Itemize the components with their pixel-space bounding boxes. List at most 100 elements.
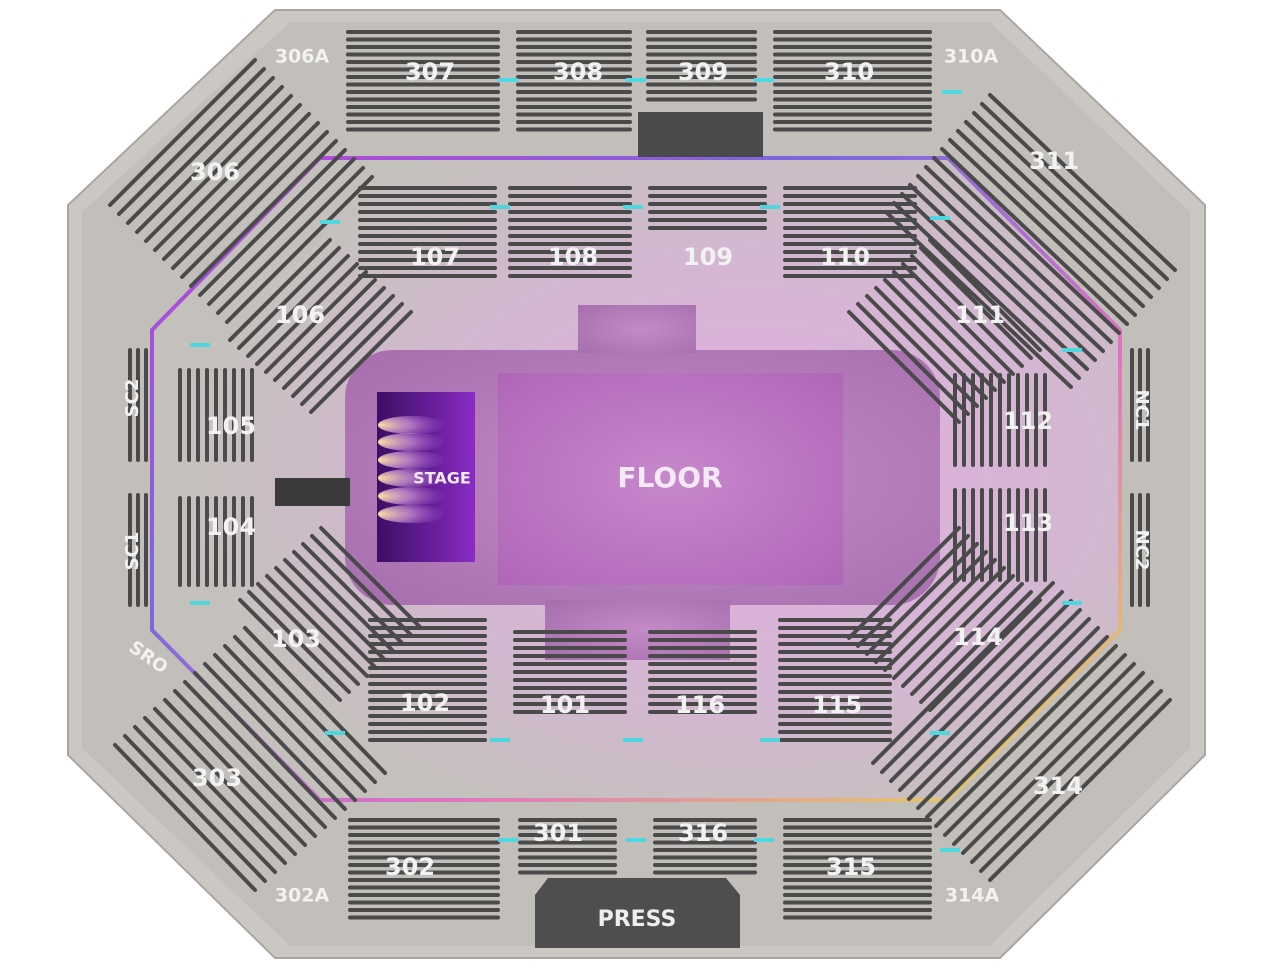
section-301-label[interactable]: 301 — [533, 819, 583, 847]
vomitory-light — [623, 205, 643, 209]
vomitory-light — [623, 738, 643, 742]
vomitory-light — [325, 731, 345, 735]
section-303-rows — [143, 716, 287, 865]
section-101-label[interactable]: 101 — [540, 691, 590, 719]
section-306-rows — [180, 130, 329, 279]
section-106-rows — [246, 254, 350, 358]
section-310a-label[interactable]: 310A — [944, 46, 999, 68]
section-111-rows — [865, 294, 979, 408]
vomitory-light — [942, 90, 962, 94]
section-106-label[interactable]: 106 — [275, 301, 325, 329]
section-114-rows — [883, 558, 997, 672]
section-314a-label[interactable]: 314A — [945, 885, 1000, 907]
section-nc1-label[interactable]: NC1 — [1131, 390, 1152, 431]
section-113-label[interactable]: 113 — [1003, 509, 1053, 537]
vomitory-light — [190, 343, 210, 347]
section-314-rows — [889, 599, 1073, 783]
section-103-rows — [238, 598, 342, 702]
section-314-rows — [871, 581, 1055, 765]
vomitory-light — [930, 731, 950, 735]
section-sc1-label[interactable]: SC1 — [122, 532, 143, 571]
section-105-label[interactable]: 105 — [206, 412, 256, 440]
section-315-label[interactable]: 315 — [826, 853, 876, 881]
section-311-rows — [916, 174, 1105, 353]
vomitory-light — [1062, 601, 1082, 605]
section-306-label[interactable]: 306 — [190, 158, 240, 186]
section-311-rows — [980, 102, 1169, 281]
vomitory-light — [490, 738, 510, 742]
section-311-label[interactable]: 311 — [1029, 147, 1079, 175]
section-306-rows — [216, 166, 365, 315]
section-306-rows — [117, 67, 266, 216]
side-labels: SC2 SC1 NC1 NC2 SRO — [122, 379, 1152, 679]
section-307-label[interactable]: 307 — [405, 58, 455, 86]
section-103-label[interactable]: 103 — [271, 625, 321, 653]
section-314-label[interactable]: 314 — [1033, 772, 1083, 800]
section-111-label[interactable]: 111 — [955, 301, 1005, 329]
section-303-rows — [113, 743, 257, 892]
section-303-rows — [193, 671, 337, 820]
section-306a-label[interactable]: 306A — [275, 46, 330, 68]
vomitory-light — [930, 216, 950, 220]
lower-level-labels: 101 102 103 104 105 106 107 108 109 110 … — [206, 243, 1053, 719]
section-114-rows — [919, 590, 1033, 704]
section-302a-label[interactable]: 302A — [275, 885, 330, 907]
section-314-rows — [961, 671, 1145, 855]
vomitory-light — [498, 838, 518, 842]
section-114-rows — [847, 526, 961, 640]
section-110-label[interactable]: 110 — [820, 243, 870, 271]
section-111-rows — [919, 246, 1033, 360]
section-306-rows — [198, 148, 347, 297]
section-303-rows — [123, 734, 267, 883]
floor-section[interactable]: FLOOR — [498, 373, 843, 585]
section-103-rows — [301, 542, 405, 646]
section-116-label[interactable]: 116 — [675, 691, 725, 719]
section-314-rows — [988, 698, 1172, 882]
section-314-rows — [916, 626, 1100, 810]
section-311-rows — [940, 147, 1129, 326]
section-303-label[interactable]: 303 — [192, 764, 242, 792]
section-311-rows — [924, 165, 1113, 344]
section-314-rows — [880, 590, 1064, 774]
section-114-rows — [892, 566, 1006, 680]
vomitory-light — [626, 78, 646, 82]
section-112-label[interactable]: 112 — [1003, 407, 1053, 435]
section-314-rows — [934, 644, 1118, 828]
control-box — [638, 112, 763, 157]
vomitory-light — [754, 78, 774, 82]
section-111-rows — [847, 310, 961, 424]
vomitory-light — [490, 205, 510, 209]
section-102-label[interactable]: 102 — [400, 689, 450, 717]
section-316-label[interactable]: 316 — [678, 819, 728, 847]
section-103-rows — [283, 558, 387, 662]
section-106-rows — [309, 310, 413, 414]
section-314-rows — [907, 617, 1091, 801]
section-314-rows — [898, 608, 1082, 792]
section-311-rows — [908, 183, 1097, 362]
vomitory-light — [760, 205, 780, 209]
section-106-rows — [282, 286, 386, 390]
section-311-rows — [956, 129, 1145, 308]
section-303-rows — [223, 644, 367, 793]
vomitory-light — [190, 601, 210, 605]
section-308-label[interactable]: 308 — [553, 58, 603, 86]
section-103-rows — [292, 550, 396, 654]
section-309-label[interactable]: 309 — [678, 58, 728, 86]
seat-rows — [108, 30, 1177, 920]
section-106-rows — [291, 294, 395, 398]
section-107-label[interactable]: 107 — [410, 243, 460, 271]
section-104-label[interactable]: 104 — [206, 513, 256, 541]
section-115-label[interactable]: 115 — [812, 691, 862, 719]
floor-label: FLOOR — [617, 461, 722, 494]
section-109-label[interactable]: 109 — [683, 243, 733, 271]
section-nc2-label[interactable]: NC2 — [1131, 530, 1152, 571]
section-108-label[interactable]: 108 — [548, 243, 598, 271]
section-114-rows — [901, 574, 1015, 688]
section-106-rows — [228, 238, 332, 342]
section-310-label[interactable]: 310 — [824, 58, 874, 86]
section-114-label[interactable]: 114 — [953, 623, 1003, 651]
section-302-label[interactable]: 302 — [385, 853, 435, 881]
section-303-rows — [183, 680, 327, 829]
section-103-rows — [256, 582, 360, 686]
section-sc2-label[interactable]: SC2 — [122, 379, 143, 418]
